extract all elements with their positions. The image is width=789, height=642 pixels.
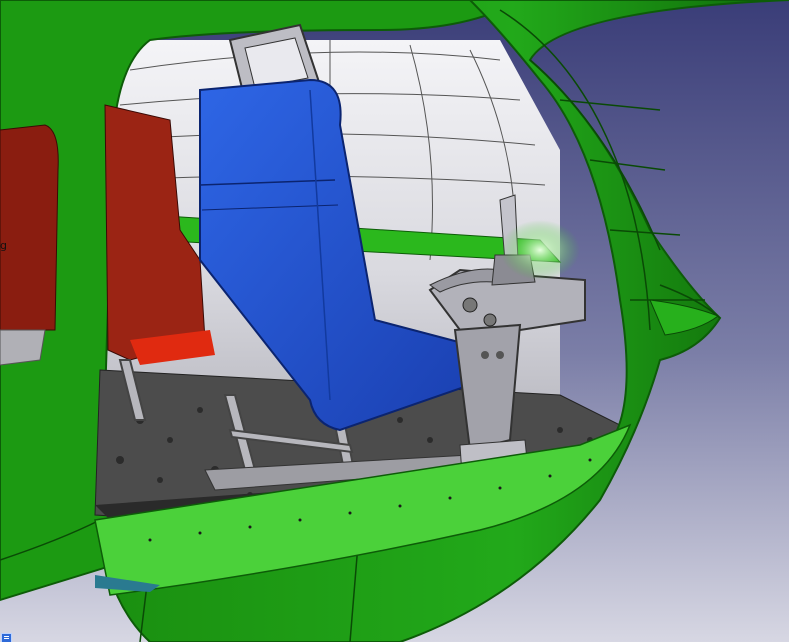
axis-triad-icon[interactable] — [1, 633, 12, 642]
rear-seat-cushion — [130, 330, 215, 365]
rear-seat-back-left — [0, 124, 59, 331]
edge-glyph: g — [0, 239, 7, 252]
seat-side-edge — [309, 89, 331, 401]
seat-headrest-opening — [244, 37, 309, 89]
lower-door-sill — [94, 423, 632, 596]
rear-seat-back — [104, 104, 206, 361]
sill-rivets — [148, 458, 592, 542]
seat-seam-lower — [201, 204, 339, 211]
control-bolt-b — [483, 313, 497, 327]
seat-seam — [199, 179, 336, 186]
cyclic-control-assembly[interactable] — [428, 194, 586, 476]
control-bolt-a — [462, 297, 478, 313]
sill-detail — [95, 575, 160, 592]
rear-seat-frame — [0, 329, 46, 366]
nose-air-intake — [649, 299, 720, 336]
surface-highlight — [500, 220, 580, 280]
